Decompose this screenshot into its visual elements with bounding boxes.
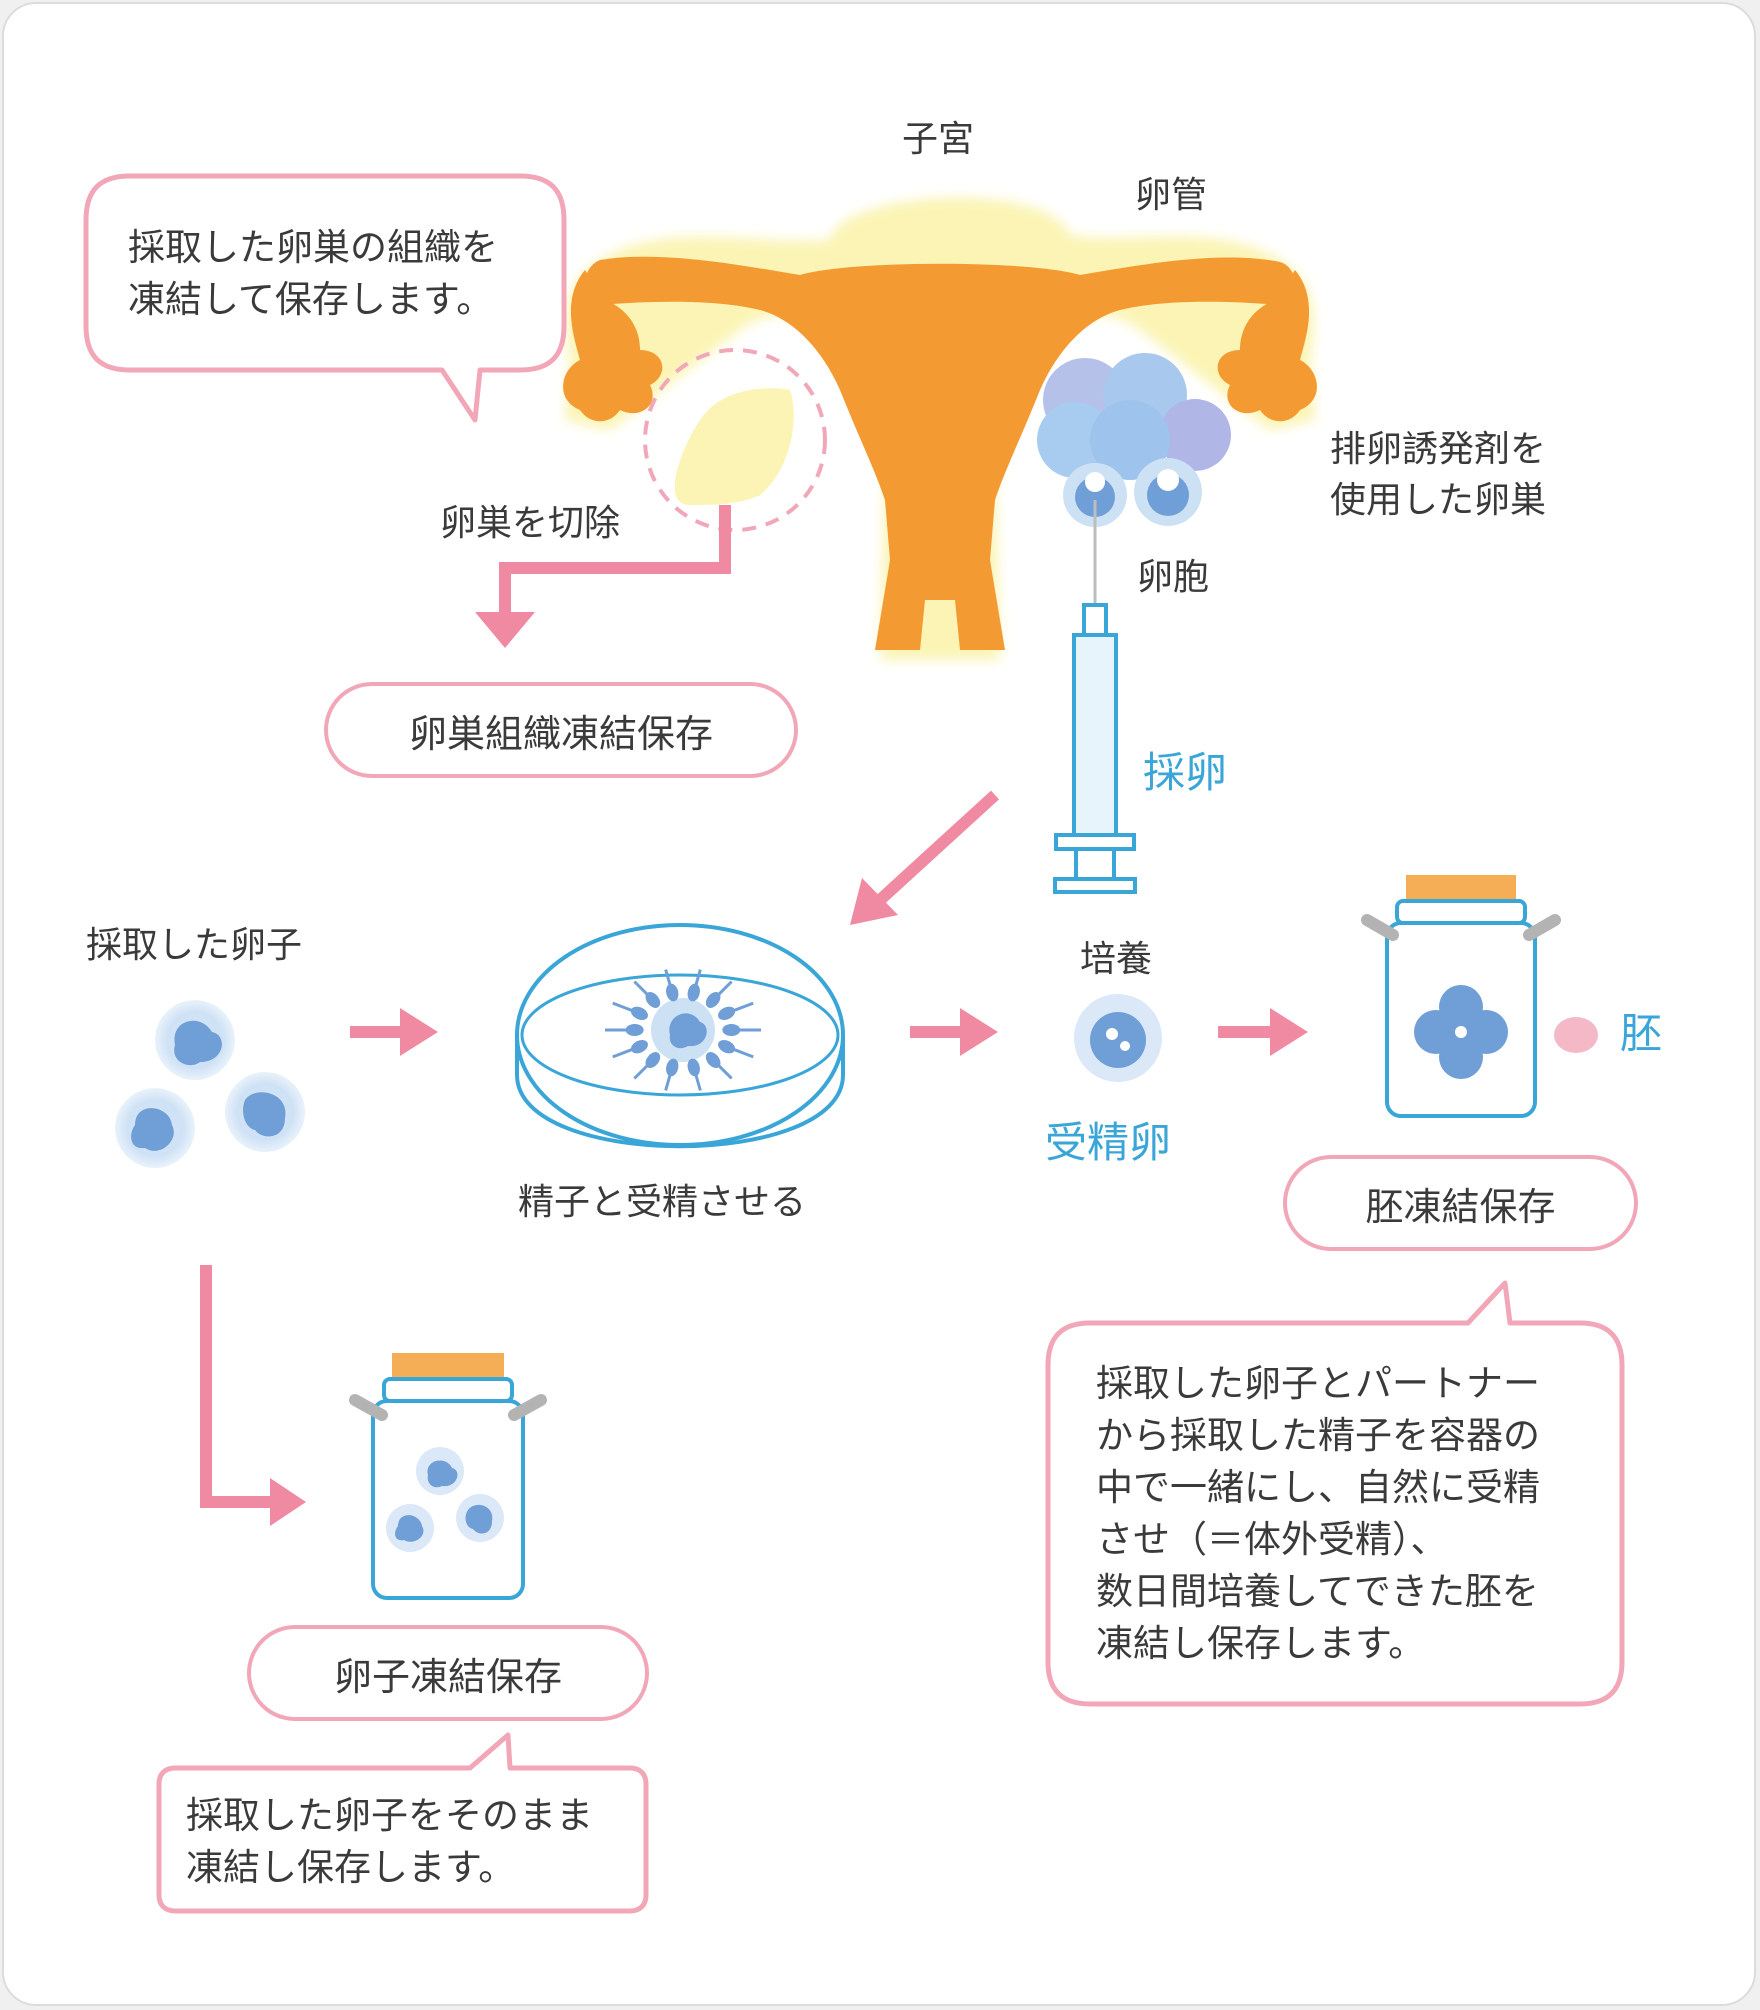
- embryo-dot-icon: [1554, 1017, 1598, 1053]
- sperm-head: [687, 983, 700, 1002]
- embryo-bubble-line5: 数日間培養してできた胚を: [1096, 1570, 1539, 1613]
- retrieval-arrow: [875, 790, 1000, 905]
- embryo-bubble-text: 採取した卵子とパートナー から採取した精子を容器の 中で一緒にし、自然に受精 さ…: [1096, 1358, 1540, 1670]
- embryo-freezing-label: 胚凍結保存: [1365, 1184, 1556, 1229]
- left-ovary: [674, 388, 794, 505]
- label-retrieved-eggs: 採取した卵子: [86, 925, 303, 966]
- label-fertilized-egg: 受精卵: [1045, 1118, 1172, 1167]
- sperm-head: [630, 1006, 648, 1020]
- label-embryo: 胚: [1620, 1009, 1663, 1058]
- ovary-removal-arrow: [499, 505, 731, 615]
- egg-freezing-pill: 卵子凍結保存: [247, 1625, 649, 1721]
- embryo-bubble-line1: 採取した卵子とパートナー: [1096, 1362, 1540, 1405]
- sperm-head: [630, 1040, 648, 1054]
- egg-storage-jar-icon: [349, 1353, 547, 1600]
- syringe-icon: [1053, 500, 1137, 894]
- ovarian-tissue-freezing-pill: 卵巣組織凍結保存: [324, 682, 798, 778]
- label-remove-ovary: 卵巣を切除: [440, 503, 621, 544]
- sperm-head: [718, 1006, 736, 1020]
- egg-freezing-label: 卵子凍結保存: [333, 1654, 562, 1699]
- label-fallopian-tube: 卵管: [1135, 175, 1208, 216]
- retrieval-arrowhead: [850, 878, 898, 925]
- sperm-head: [645, 1052, 661, 1069]
- embryo-bubble-line3: 中で一緒にし、自然に受精: [1096, 1466, 1540, 1509]
- dish-to-zygote-arrowhead: [960, 1008, 998, 1056]
- stimulated-ovary: [1037, 353, 1231, 480]
- ovarian-tissue-freezing-label: 卵巣組織凍結保存: [408, 711, 713, 756]
- ovary-removal-arrowhead: [475, 612, 535, 648]
- egg-freezing-arrow: [200, 1265, 275, 1508]
- sperm-head: [645, 991, 661, 1008]
- fertilized-egg-icon: [1074, 994, 1162, 1082]
- embryo-storage-jar-icon: [1361, 875, 1561, 1118]
- sperm-head: [666, 983, 679, 1002]
- left-fimbriae: [563, 270, 663, 422]
- follicles: [1063, 458, 1202, 527]
- ovary-bubble-frame: [83, 173, 567, 423]
- retrieved-eggs: [115, 1000, 305, 1168]
- egg-bubble-line1: 採取した卵子をそのまま: [186, 1794, 593, 1837]
- uterus-body: [585, 256, 1295, 650]
- sperm-head: [625, 1024, 644, 1036]
- eggs-to-dish-arrowhead: [400, 1008, 438, 1056]
- label-follicle: 卵胞: [1137, 557, 1210, 598]
- embryo-freezing-pill: 胚凍結保存: [1283, 1155, 1638, 1251]
- label-culture: 培養: [1080, 939, 1153, 980]
- embryo-bubble-frame: [1045, 1280, 1625, 1707]
- ovary-bubble-text: 採取した卵巣の組織を 凍結して保存します。: [128, 222, 498, 326]
- uterus-illustration: [563, 197, 1317, 660]
- label-egg-retrieval: 採卵: [1143, 748, 1228, 797]
- egg-bubble-line2: 凍結し保存します。: [186, 1846, 516, 1889]
- embryo-bubble-line2: から採取した精子を容器の: [1096, 1414, 1540, 1457]
- right-fimbriae: [1217, 270, 1317, 422]
- petri-dish-icon: [515, 923, 845, 1149]
- sperm-head: [687, 1058, 700, 1077]
- egg-freezing-arrowhead: [270, 1478, 306, 1526]
- egg-bubble-text: 採取した卵子をそのまま 凍結し保存します。: [186, 1790, 593, 1894]
- embryo-bubble-line6: 凍結し保存します。: [1096, 1622, 1426, 1665]
- sperm-head: [718, 1040, 736, 1054]
- sperm-cells: [605, 969, 761, 1091]
- label-stimulated-ovary-line1: 排卵誘発剤を: [1330, 429, 1547, 470]
- label-fertilize-with-sperm: 精子と受精させる: [518, 1182, 807, 1223]
- egg-bubble-frame: [156, 1732, 649, 1914]
- ovary-bubble-line1: 採取した卵巣の組織を: [128, 226, 498, 269]
- sperm-head: [705, 1052, 721, 1069]
- zygote-to-jar-arrowhead: [1270, 1008, 1308, 1056]
- excision-dashed-circle: [643, 348, 827, 532]
- sperm-head: [666, 1058, 679, 1077]
- ovary-bubble-line2: 凍結して保存します。: [128, 278, 494, 321]
- sperm-head: [705, 991, 721, 1008]
- sperm-head: [722, 1024, 741, 1036]
- embryo-bubble-line4: させ（＝体外受精）、: [1096, 1518, 1448, 1561]
- label-uterus: 子宮: [902, 119, 975, 160]
- label-stimulated-ovary-line2: 使用した卵巣: [1330, 480, 1547, 521]
